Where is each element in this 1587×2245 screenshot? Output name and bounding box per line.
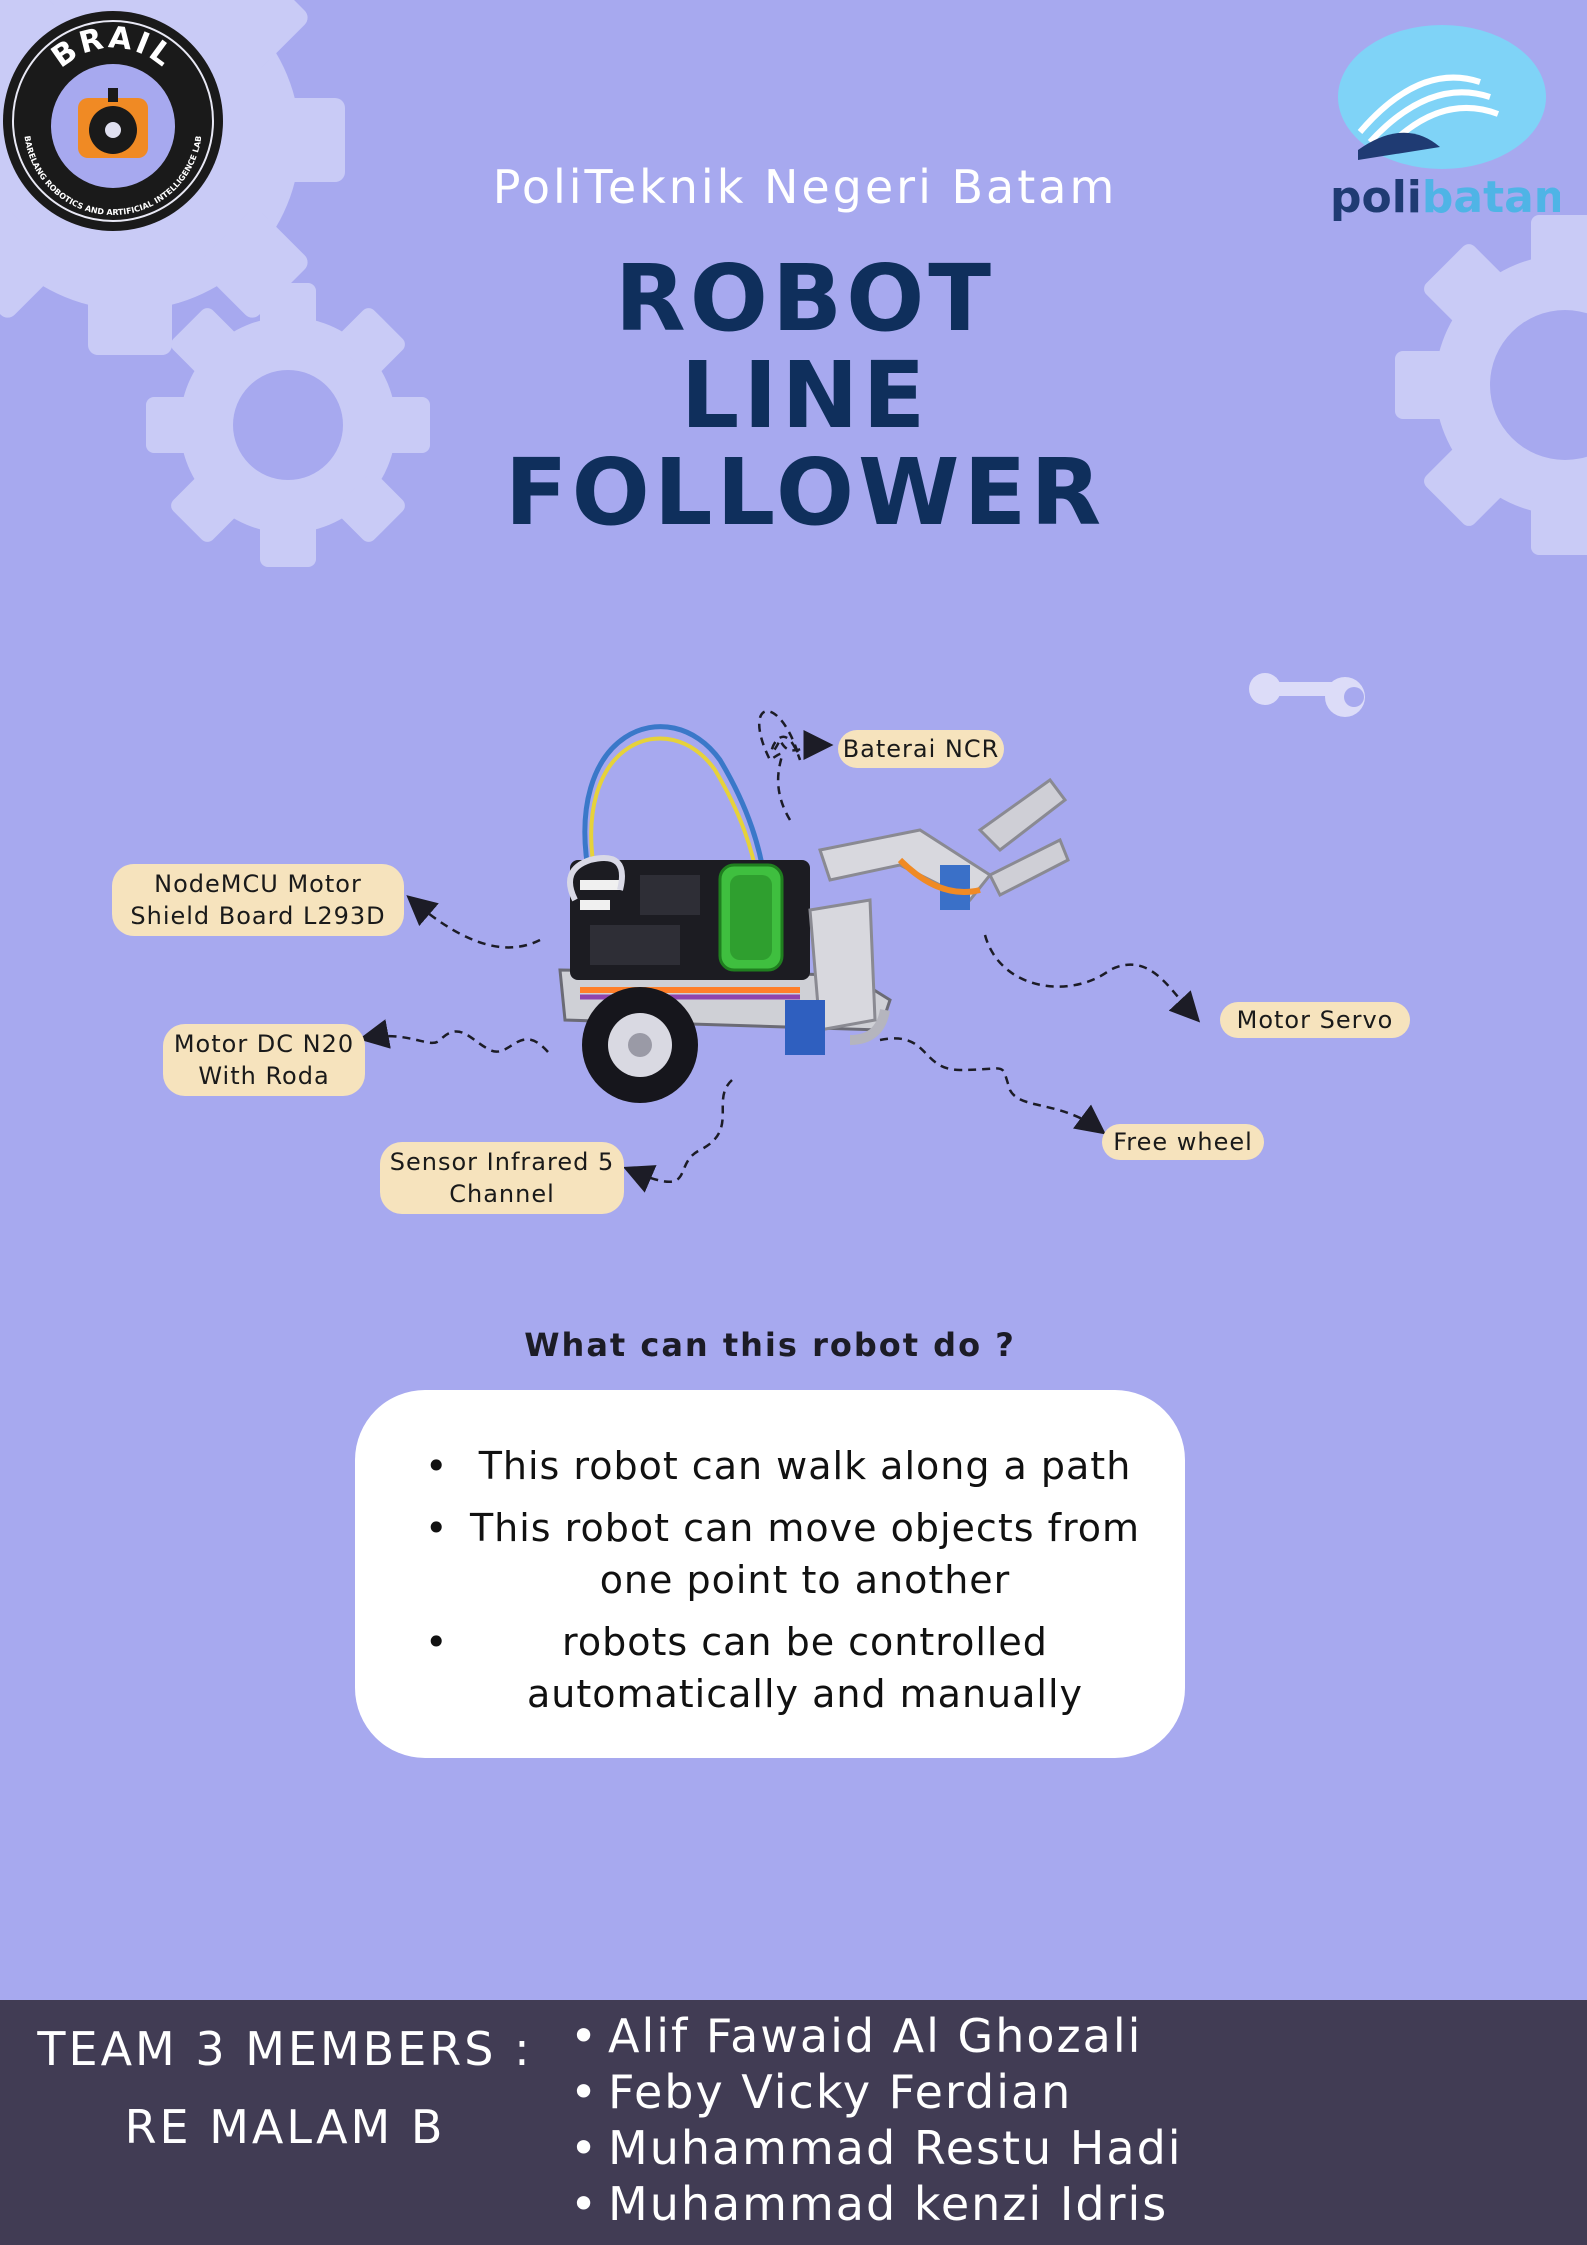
list-item: •This robot can move objects from one po…: [425, 1502, 1155, 1606]
wrench-icon: [1249, 673, 1365, 717]
team-footer: TEAM 3 MEMBERS : RE MALAM B •Alif Fawaid…: [0, 2000, 1587, 2245]
team-label-line: TEAM 3 MEMBERS :: [37, 2022, 533, 2076]
brail-logo: BRAIL BARELANG ROBOTICS AND ARTIFICIAL I…: [3, 11, 223, 231]
list-item: •Feby Vicky Ferdian: [570, 2065, 1073, 2119]
polibatam-wordmark-left: poli: [1330, 172, 1422, 223]
institution-subtitle: PoliTeknik Negeri Batam: [492, 160, 1118, 214]
callout-line: With Roda: [198, 1062, 330, 1090]
title-line: LINE: [680, 342, 930, 449]
capability-text: robots can be controlled automatically a…: [526, 1620, 1084, 1716]
team-label-line: RE MALAM B: [124, 2100, 446, 2154]
list-item: •Muhammad kenzi Idris: [570, 2177, 1169, 2231]
callout-line: NodeMCU Motor: [154, 870, 362, 898]
member-name: Muhammad Restu Hadi: [608, 2121, 1183, 2175]
callout-servo: Motor Servo: [1220, 1002, 1410, 1038]
title-line: ROBOT: [614, 245, 996, 352]
gear-icon: [146, 283, 430, 567]
capabilities-box: •This robot can walk along a path •This …: [355, 1390, 1185, 1758]
callout-sensor: Sensor Infrared 5 Channel: [380, 1142, 624, 1214]
capabilities-question: What can this robot do ?: [524, 1326, 1016, 1364]
callout-line: Motor DC N20: [173, 1030, 355, 1058]
callout-baterai: Baterai NCR: [838, 730, 1004, 768]
robot-face-icon: [78, 88, 148, 158]
capabilities-list: •This robot can walk along a path •This …: [425, 1440, 1155, 1720]
callout-line: Channel: [449, 1180, 555, 1208]
polibatam-wordmark-right: batam: [1422, 172, 1560, 223]
members-list: •Alif Fawaid Al Ghozali •Feby Vicky Ferd…: [570, 2008, 1183, 2232]
capability-text: This robot can walk along a path: [478, 1444, 1132, 1488]
team-label: TEAM 3 MEMBERS : RE MALAM B: [25, 2010, 545, 2166]
callout-line: Sensor Infrared 5: [389, 1148, 615, 1176]
capability-text: This robot can move objects from one poi…: [469, 1506, 1141, 1602]
list-item: •This robot can walk along a path: [425, 1440, 1155, 1492]
member-name: Muhammad kenzi Idris: [608, 2177, 1169, 2231]
gear-icon: [1395, 215, 1587, 555]
polibatam-logo: polibatam: [1330, 25, 1560, 223]
callout-free-wheel: Free wheel: [1102, 1124, 1264, 1160]
callout-motor-dc: Motor DC N20 With Roda: [163, 1024, 365, 1096]
robot-illustration: [558, 724, 1070, 1103]
list-item: •Muhammad Restu Hadi: [570, 2121, 1183, 2175]
member-name: Alif Fawaid Al Ghozali: [608, 2009, 1143, 2063]
member-name: Feby Vicky Ferdian: [608, 2065, 1073, 2119]
list-item: •robots can be controlled automatically …: [425, 1616, 1155, 1720]
poster-title: ROBOT LINE FOLLOWER: [0, 250, 1587, 541]
callout-nodemcu: NodeMCU Motor Shield Board L293D: [112, 864, 404, 936]
list-item: •Alif Fawaid Al Ghozali: [570, 2009, 1143, 2063]
title-line: FOLLOWER: [504, 439, 1106, 546]
svg-text:polibatam: polibatam: [1330, 172, 1560, 223]
callout-line: Shield Board L293D: [130, 902, 386, 930]
